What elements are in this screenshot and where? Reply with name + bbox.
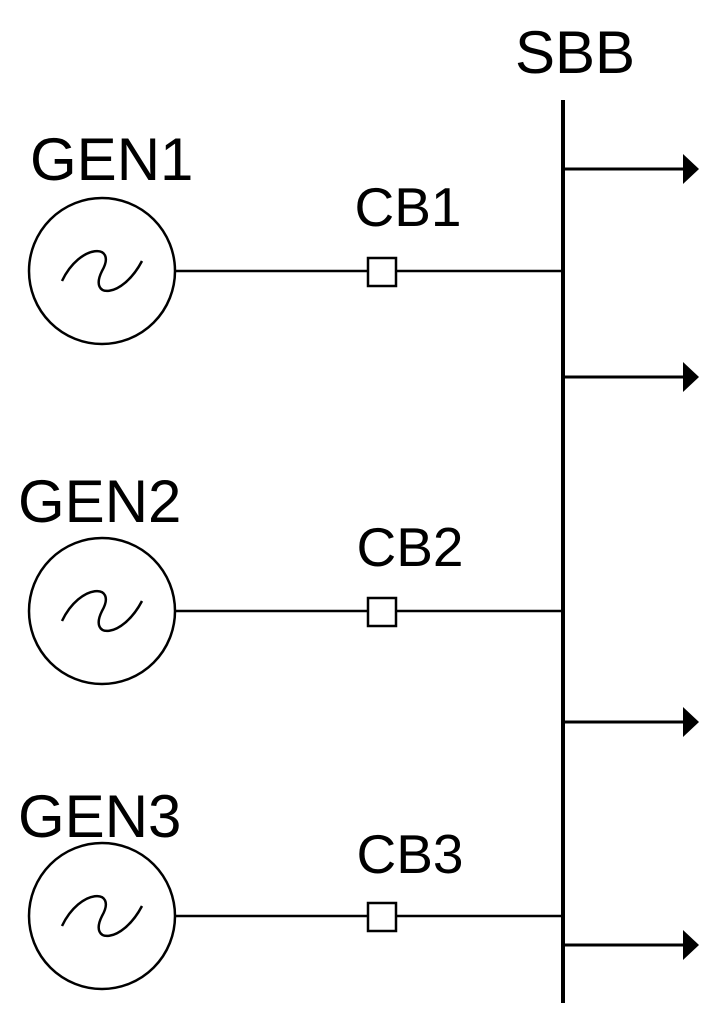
generator-branch-3: GEN3 CB3 [18, 783, 563, 991]
arrow-right-icon [683, 154, 699, 184]
outgoing-feeder [563, 154, 699, 184]
sine-wave-icon [60, 589, 144, 633]
arrow-right-icon [683, 930, 699, 960]
outgoing-feeder [563, 707, 699, 737]
sine-wave-icon [60, 249, 144, 293]
circuit-breaker-icon [366, 256, 398, 288]
outgoing-feeder [563, 362, 699, 392]
sine-wave-icon [60, 894, 144, 938]
generator-label: GEN2 [18, 468, 181, 535]
outgoing-feeder [563, 930, 699, 960]
busbar-label: SBB [515, 19, 635, 86]
breaker-label: CB1 [355, 176, 462, 238]
breaker-label: CB3 [357, 823, 464, 885]
arrow-right-icon [683, 362, 699, 392]
arrow-right-icon [683, 707, 699, 737]
generator-label: GEN3 [18, 783, 181, 850]
generator-label: GEN1 [30, 126, 193, 193]
generator-branch-1: GEN1 CB1 [27, 126, 563, 346]
breaker-label: CB2 [357, 516, 464, 578]
circuit-breaker-icon [366, 901, 398, 933]
generator-branch-2: GEN2 CB2 [18, 468, 563, 686]
circuit-breaker-icon [366, 596, 398, 628]
